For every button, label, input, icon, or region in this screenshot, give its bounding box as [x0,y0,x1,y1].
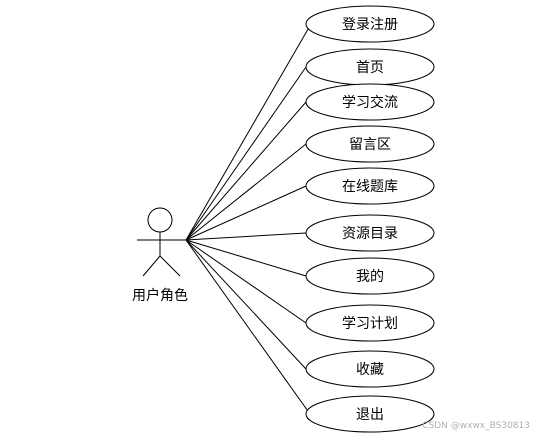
use-case-question-bank-shape[interactable] [305,167,435,205]
use-case-logout-label: 退出 [356,407,384,423]
actor-head [147,207,173,233]
actor-left-leg [142,255,161,277]
association-line-exchange [185,101,307,241]
use-case-login-shape[interactable] [305,5,435,43]
use-case-mine-label: 我的 [356,269,384,285]
use-case-question-bank-label: 在线题库 [342,179,398,195]
use-case-plan[interactable]: 学习计划 [305,304,435,342]
use-case-exchange-shape[interactable] [305,83,435,121]
actor-label: 用户角色 [132,287,188,304]
use-case-logout-shape[interactable] [305,395,435,433]
watermark: CSDN @wxwx_BS30813 [422,421,530,431]
association-line-favorites [185,239,307,370]
use-case-favorites-label: 收藏 [356,362,384,378]
use-case-question-bank[interactable]: 在线题库 [305,167,435,205]
association-line-message [185,143,307,241]
association-line-login [185,23,312,241]
use-case-plan-label: 学习计划 [342,316,398,332]
actor-right-leg [159,255,181,277]
use-case-logout[interactable]: 退出 [305,395,435,433]
use-case-home-label: 首页 [356,60,384,76]
use-case-resources[interactable]: 资源目录 [305,214,435,252]
association-line-plan [185,239,307,324]
use-case-login-label: 登录注册 [342,17,398,33]
use-case-mine[interactable]: 我的 [305,257,435,295]
use-case-resources-shape[interactable] [305,214,435,252]
use-case-message[interactable]: 留言区 [305,125,435,163]
use-case-exchange[interactable]: 学习交流 [305,83,435,121]
use-case-home[interactable]: 首页 [305,48,435,86]
association-line-logout [185,239,311,415]
association-line-question-bank [185,185,307,241]
use-case-mine-shape[interactable] [305,257,435,295]
actor [137,207,186,277]
use-case-message-shape[interactable] [305,125,435,163]
use-case-plan-shape[interactable] [305,304,435,342]
association-line-home [185,66,307,241]
use-case-favorites[interactable]: 收藏 [305,350,435,388]
use-case-login[interactable]: 登录注册 [305,5,435,43]
use-case-resources-label: 资源目录 [342,226,398,242]
association-line-mine [185,239,307,277]
association-line-resources [185,232,307,241]
use-case-favorites-shape[interactable] [305,350,435,388]
association-lines [185,23,312,415]
use-case-exchange-label: 学习交流 [342,94,398,111]
use-case-message-label: 留言区 [349,137,391,153]
